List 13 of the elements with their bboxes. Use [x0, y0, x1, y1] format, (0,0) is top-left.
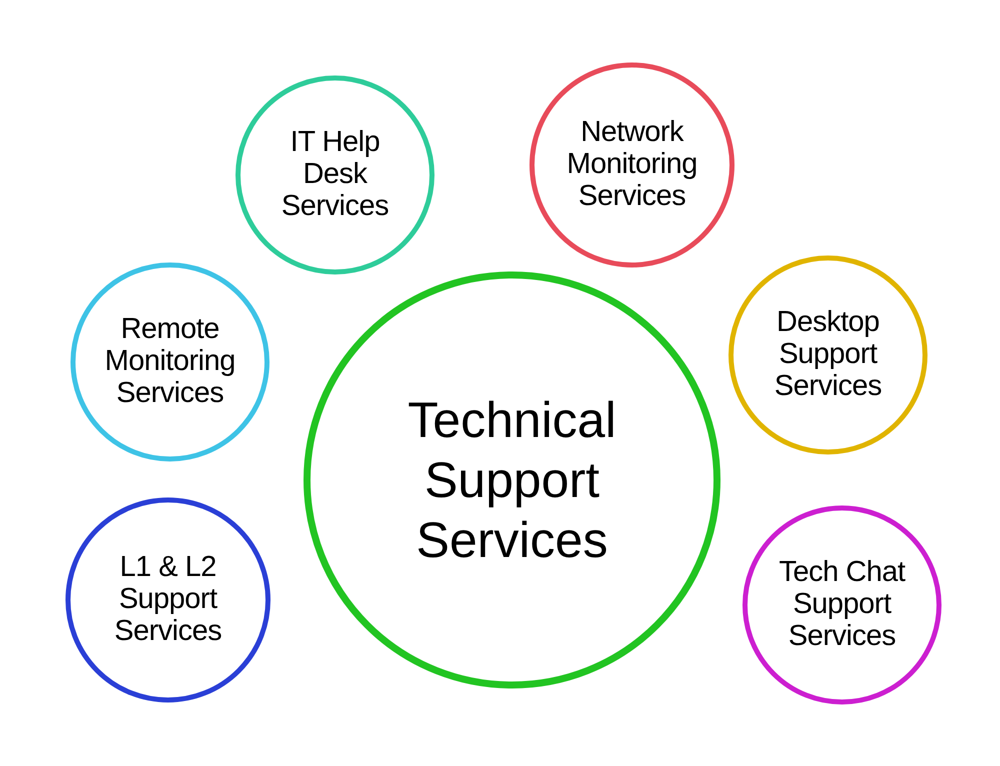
circle-node: [68, 260, 272, 464]
node-label: Technical Support Services: [406, 391, 618, 570]
node-label: Remote Monitoring Services: [104, 314, 236, 410]
circle-node: [63, 495, 273, 705]
circle-node: [527, 60, 737, 270]
node-label: Desktop Support Services: [773, 307, 883, 403]
circle-node: [740, 503, 944, 707]
circle-node: [726, 253, 930, 457]
node-label: IT Help Desk Services: [280, 127, 390, 223]
node-label: Tech Chat Support Services: [778, 557, 906, 653]
circle-node: [233, 73, 437, 277]
node-label: Network Monitoring Services: [566, 117, 698, 213]
node-label: L1 & L2 Support Services: [113, 552, 223, 648]
